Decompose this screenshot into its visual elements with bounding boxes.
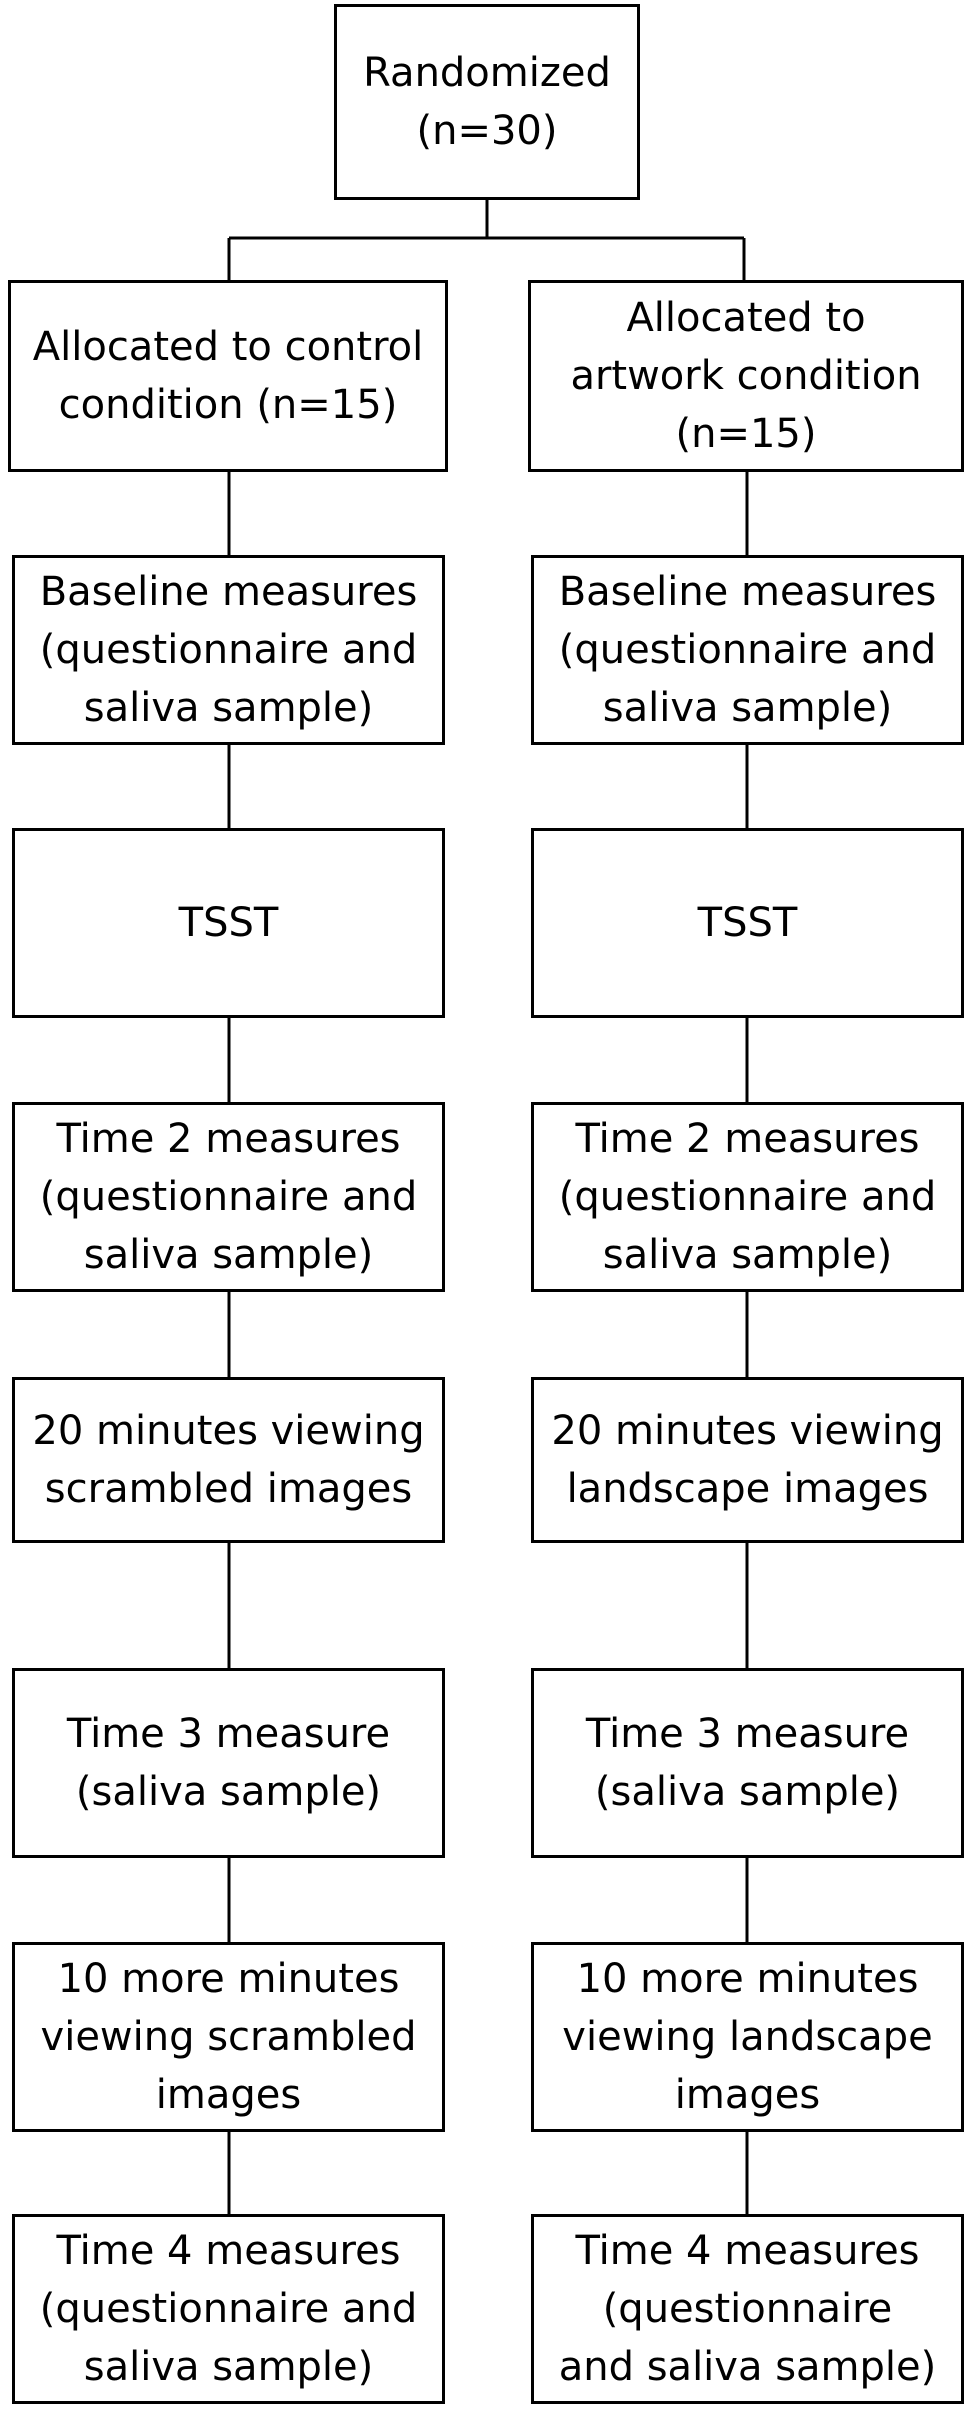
node-artwork-time4: Time 4 measures (questionnaire and saliv…: [531, 2214, 964, 2404]
node-artwork-viewing-10: 10 more minutes viewing landscape images: [531, 1942, 964, 2132]
node-artwork-tsst: TSST: [531, 828, 964, 1018]
node-artwork-time3: Time 3 measure (saliva sample): [531, 1668, 964, 1858]
node-control-time4: Time 4 measures (questionnaire and saliv…: [12, 2214, 445, 2404]
node-randomized: Randomized (n=30): [334, 4, 640, 200]
node-control-viewing-20: 20 minutes viewing scrambled images: [12, 1377, 445, 1543]
node-control-tsst: TSST: [12, 828, 445, 1018]
node-artwork-viewing-20: 20 minutes viewing landscape images: [531, 1377, 964, 1543]
node-control-allocation: Allocated to control condition (n=15): [8, 280, 448, 472]
node-control-time3: Time 3 measure (saliva sample): [12, 1668, 445, 1858]
node-artwork-time2: Time 2 measures (questionnaire and saliv…: [531, 1102, 964, 1292]
node-control-time2: Time 2 measures (questionnaire and saliv…: [12, 1102, 445, 1292]
node-control-baseline: Baseline measures (questionnaire and sal…: [12, 555, 445, 745]
node-control-viewing-10: 10 more minutes viewing scrambled images: [12, 1942, 445, 2132]
node-artwork-baseline: Baseline measures (questionnaire and sal…: [531, 555, 964, 745]
node-artwork-allocation: Allocated to artwork condition (n=15): [528, 280, 964, 472]
